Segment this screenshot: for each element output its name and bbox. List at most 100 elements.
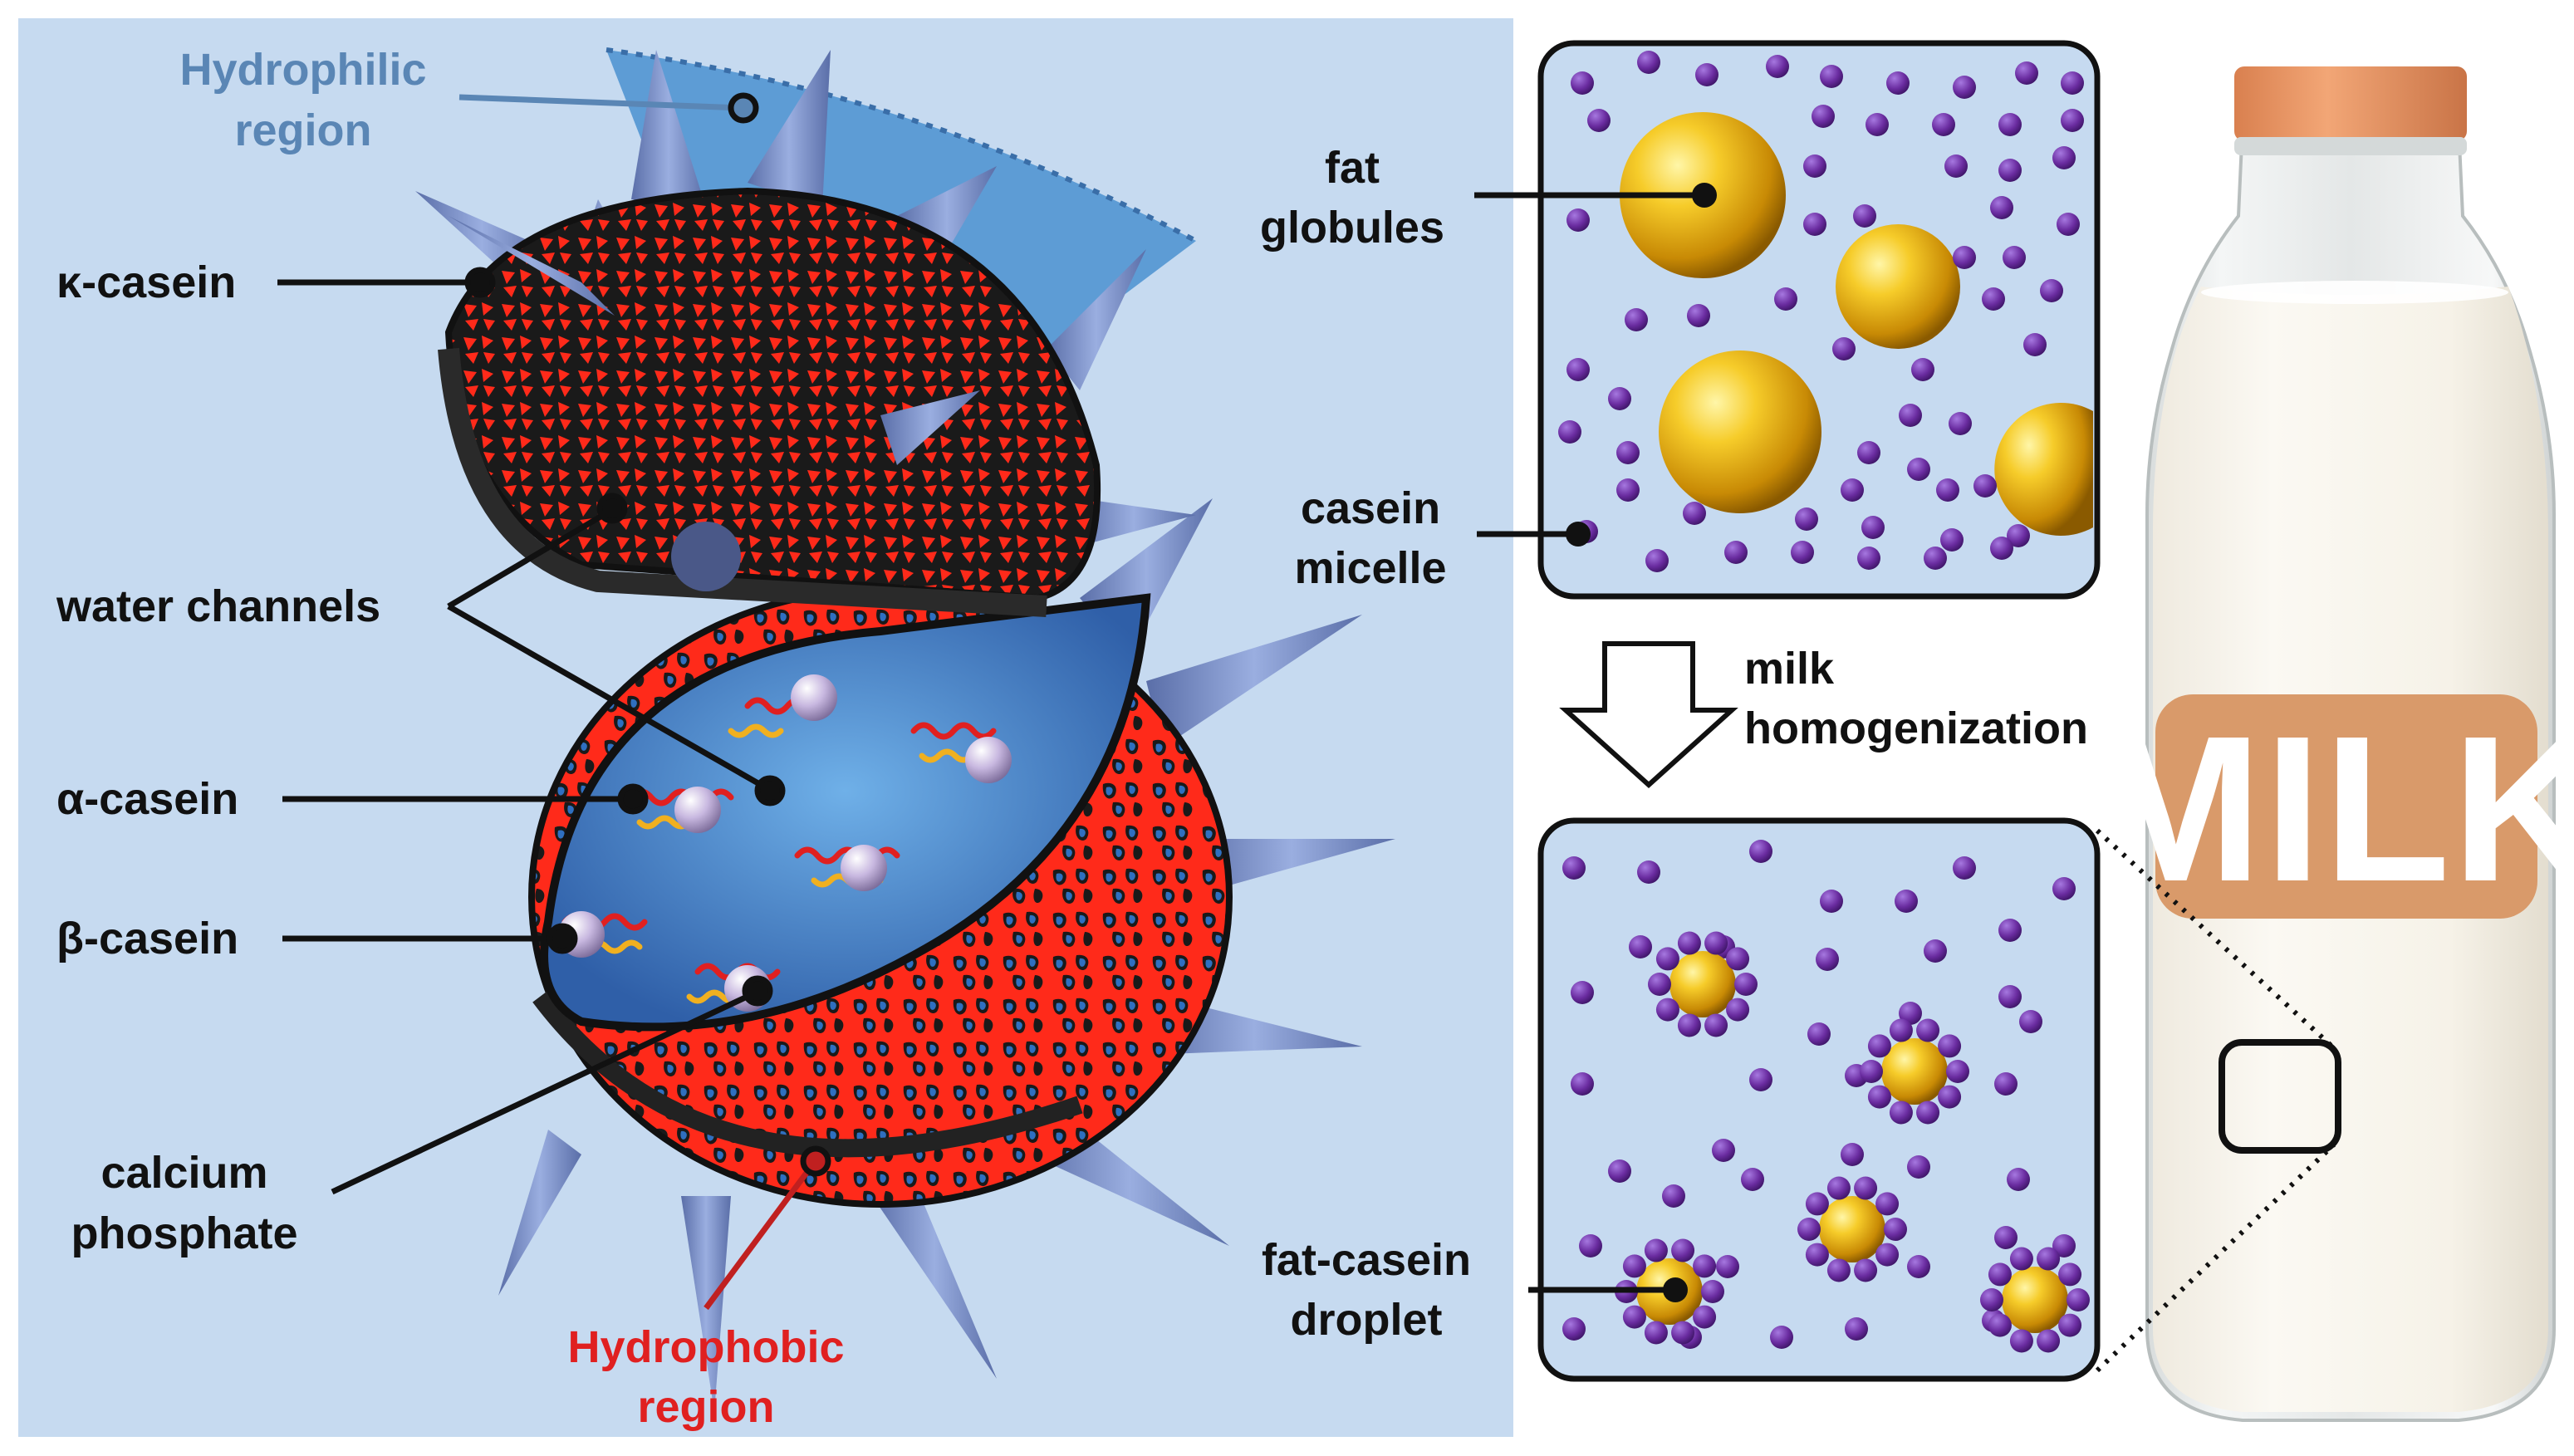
- casein-micelle: [1770, 1326, 1793, 1349]
- calcium-phosphate-label-line2: phosphate: [71, 1208, 297, 1258]
- casein-micelle: [1820, 890, 1843, 913]
- casein-micelle: [1558, 420, 1581, 444]
- adsorbed-casein: [1797, 1218, 1821, 1241]
- adsorbed-casein: [1988, 1313, 2012, 1337]
- casein-micelle-label-line2: micelle: [1294, 543, 1446, 593]
- adsorbed-casein: [1854, 1176, 1878, 1200]
- adsorbed-casein: [1826, 1176, 1851, 1200]
- casein-micelle: [1932, 113, 1955, 136]
- kappa-casein-label: κ-casein: [56, 257, 236, 307]
- casein-micelle: [1625, 308, 1648, 331]
- casein-micelle: [1712, 1139, 1735, 1162]
- casein-micelle: [1998, 919, 2022, 942]
- adsorbed-casein: [1988, 1262, 2012, 1287]
- adsorbed-casein: [2037, 1329, 2061, 1353]
- casein-micelle: [1766, 55, 1789, 78]
- adsorbed-casein: [1875, 1243, 1900, 1267]
- casein-micelle: [1998, 159, 2022, 182]
- fat-droplet-core: [1669, 951, 1736, 1017]
- casein-micelle: [1953, 76, 1976, 99]
- casein-micelle: [1566, 358, 1590, 381]
- casein-micelle: [1587, 109, 1611, 132]
- adsorbed-casein: [1867, 1085, 1891, 1109]
- bottle-cap: [2234, 66, 2467, 141]
- process-label-line1: milk: [1744, 644, 1835, 694]
- casein-micelle: [1899, 1002, 1922, 1025]
- fat-casein-droplet: [1980, 1247, 2090, 1353]
- casein-micelle: [1562, 1317, 1586, 1341]
- adsorbed-casein: [1826, 1258, 1851, 1282]
- upper-surface-spikes: [449, 216, 980, 591]
- adsorbed-casein: [1854, 1258, 1878, 1282]
- casein-micelle: [1924, 939, 1947, 963]
- casein-micelle: [1571, 71, 1594, 95]
- fat-casein-droplet: [1860, 1018, 1969, 1125]
- casein-micelle: [1973, 474, 1997, 498]
- adsorbed-casein: [1671, 1321, 1695, 1345]
- adsorbed-casein: [1644, 1321, 1668, 1345]
- fat-globules: [1620, 112, 2093, 536]
- casein-micelle: [1803, 213, 1826, 236]
- hydrophobic-region-label-line2: region: [637, 1382, 774, 1432]
- adsorbed-casein: [1622, 1305, 1646, 1329]
- casein-micelle: [1749, 840, 1772, 863]
- fat-globules-label-line2: globules: [1260, 203, 1444, 252]
- casein-micelle: [2003, 246, 2026, 269]
- adsorbed-casein: [2009, 1247, 2033, 1271]
- adsorbed-casein: [2009, 1329, 2033, 1353]
- casein-micelle: [1645, 549, 1669, 572]
- casein-micelle: [1791, 541, 1814, 564]
- casein-micelle: [2057, 213, 2080, 236]
- casein-micelle: [1940, 528, 1964, 552]
- casein-micelle: [1990, 537, 2013, 560]
- casein-micelle: [2007, 1168, 2030, 1191]
- casein-micelle: [1899, 404, 1922, 427]
- adsorbed-casein: [1916, 1101, 1940, 1125]
- casein-micelle: [1629, 935, 1652, 958]
- casein-micelle: [1562, 856, 1586, 880]
- casein-micelle: [1990, 196, 2013, 219]
- micelle-panel: Hydrophilic region κ-casein water channe…: [18, 18, 1513, 1437]
- casein-micelle: [1616, 441, 1640, 464]
- bottle-label-text: MILK: [2090, 693, 2574, 924]
- casein-micelle: [1841, 1143, 1864, 1166]
- adsorbed-casein: [1805, 1192, 1829, 1216]
- adsorbed-casein: [1860, 1060, 1883, 1083]
- beta-casein-label: β-casein: [56, 914, 238, 963]
- casein-micelle: [1695, 63, 1718, 86]
- casein-micelle: [1907, 458, 1930, 481]
- casein-micelle-label-line1: casein: [1301, 483, 1440, 533]
- casein-micelle: [1820, 65, 1843, 88]
- adsorbed-casein: [1671, 1238, 1695, 1262]
- fat-globules-label-line1: fat: [1325, 143, 1380, 193]
- fat-casein-droplet: [1615, 1238, 1724, 1345]
- casein-micelle: [1982, 287, 2005, 311]
- adsorbed-casein: [1889, 1101, 1913, 1125]
- casein-micelle: [1953, 246, 1976, 269]
- casein-micelle: [1807, 1022, 1831, 1046]
- adsorbed-casein: [1938, 1085, 1962, 1109]
- casein-micelle: [2040, 279, 2063, 302]
- fat-casein-droplet: [1797, 1176, 1907, 1282]
- hydrophilic-region-label-line2: region: [234, 105, 371, 155]
- water-channels-label: water channels: [56, 581, 380, 631]
- zoom-line-top: [2095, 828, 2336, 1051]
- casein-micelle: [1832, 337, 1856, 360]
- casein-micelle: [1841, 478, 1864, 502]
- casein-micelle: [2061, 109, 2084, 132]
- casein-micelle: [1662, 1184, 1685, 1208]
- adsorbed-casein: [1693, 1254, 1717, 1278]
- adsorbed-casein: [1980, 1288, 2003, 1311]
- casein-micelle: [1566, 208, 1590, 232]
- adsorbed-casein: [1704, 1013, 1728, 1037]
- casein-micelle: [1895, 890, 1918, 913]
- casein-micelle: [1749, 1068, 1772, 1091]
- adsorbed-casein: [1946, 1060, 1969, 1083]
- casein-micelle: [2019, 1010, 2042, 1033]
- before-homogenization-box: [1474, 40, 2101, 600]
- casein-micelle: [1911, 358, 1934, 381]
- fat-droplet-core: [1819, 1196, 1885, 1262]
- casein-micelle: [1845, 1317, 1868, 1341]
- casein-micelle: [1795, 507, 1818, 531]
